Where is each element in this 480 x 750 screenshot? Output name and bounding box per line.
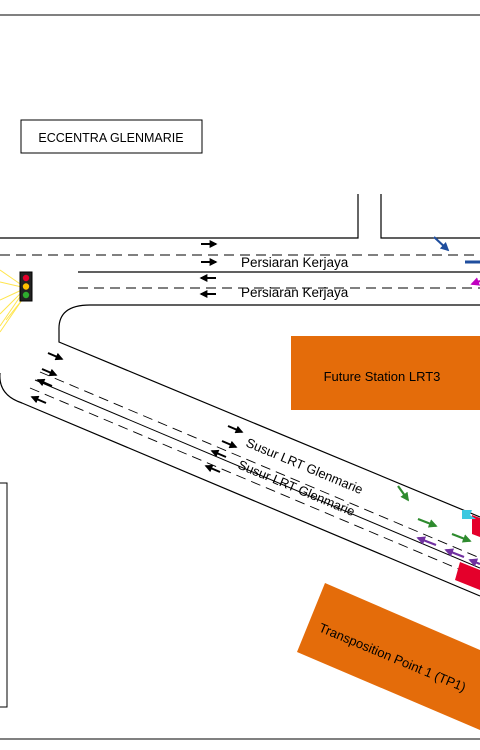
arrow-blue	[433, 236, 450, 252]
arrow-purple	[416, 536, 437, 547]
red-block-lower	[455, 562, 480, 590]
median-line	[34, 379, 480, 569]
arrow-green	[397, 485, 410, 502]
lane-markings	[0, 254, 480, 579]
arrow-uphill	[204, 464, 221, 473]
arrow-purple	[444, 548, 465, 559]
arrow-downhill	[41, 368, 58, 377]
transposition-block: Transposition Point 1 (TP1)	[297, 583, 480, 730]
frame	[0, 14, 480, 740]
road-label-lower: Persiaran Kerjaya	[241, 285, 349, 300]
arrow-uphill	[36, 378, 53, 387]
building-label-box: ECCENTRA GLENMARIE	[20, 119, 203, 154]
arrow-purple	[468, 558, 480, 567]
future-station-block: Future Station LRT3	[291, 336, 480, 410]
arrow-green	[417, 517, 438, 528]
arrow-magenta	[470, 277, 480, 286]
red-block-upper	[472, 515, 480, 537]
road-edges	[0, 194, 480, 597]
ramp-arrows	[30, 352, 244, 473]
road-label-upper: Persiaran Kerjaya	[241, 255, 349, 270]
colored-arrows	[397, 236, 480, 567]
arrow-uphill	[30, 395, 47, 404]
arrow-downhill	[47, 352, 64, 361]
future-station-label: Future Station LRT3	[324, 369, 441, 384]
arrow-uphill	[210, 449, 227, 458]
arrow-green	[451, 532, 472, 543]
arrow-downhill	[221, 440, 238, 449]
flag-marker-icon	[462, 510, 476, 519]
road-arrows	[199, 240, 218, 298]
building-label: ECCENTRA GLENMARIE	[38, 131, 183, 145]
arrow-downhill	[227, 425, 244, 434]
traffic-light-icon	[0, 269, 33, 333]
